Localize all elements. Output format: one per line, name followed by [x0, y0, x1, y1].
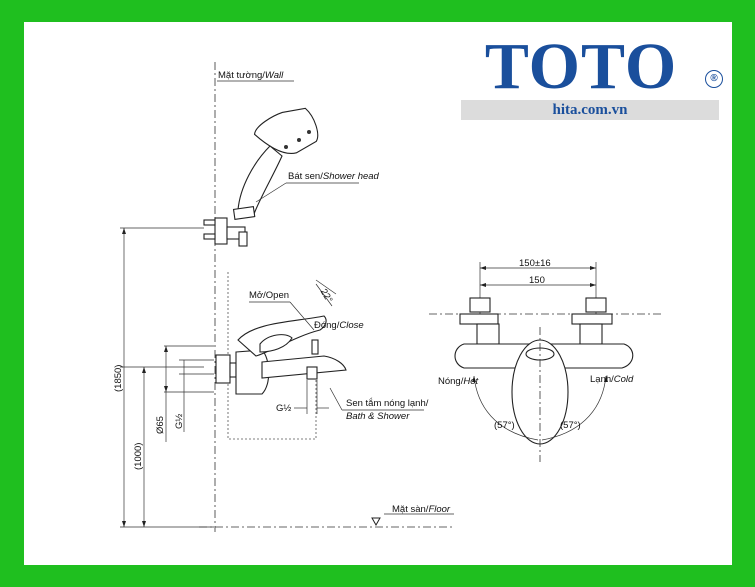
- svg-text:(57°): (57°): [560, 420, 581, 431]
- wall-bracket: [203, 217, 248, 247]
- floor-marker: [371, 517, 381, 527]
- svg-text:Ø65: Ø65: [155, 416, 166, 434]
- logo-wordmark: TOTO: [484, 30, 678, 103]
- lever-handle: [237, 315, 327, 357]
- shower-head: [232, 107, 319, 220]
- bath-shower-label-1: Sen tắm nóng lạnh/: [346, 398, 429, 409]
- shower-head-label: Bát sen/Shower head: [288, 171, 380, 182]
- registered-mark: ®: [705, 70, 723, 88]
- rotation-arcs: (57°) (57°): [472, 375, 608, 441]
- mixer-valve: [215, 339, 347, 395]
- svg-text:(1000): (1000): [133, 443, 144, 470]
- hot-label: Nóng/Hot: [438, 376, 479, 387]
- hose-path: [227, 272, 317, 440]
- website-text: hita.com.vn: [552, 102, 628, 118]
- wall-label: Mặt tường/Wall: [218, 70, 284, 81]
- technical-drawing: Mặt tường/Wall Bát sen/Shower head: [113, 62, 664, 532]
- top-view-body: [454, 297, 634, 462]
- angle-22-dimension: 22°: [315, 279, 337, 307]
- drawing-sheet: Mặt tường/Wall Bát sen/Shower head: [24, 22, 732, 565]
- spacing-dimensions: 150±16 150: [479, 258, 597, 322]
- toto-logo: TOTO ® hita.com.vn: [461, 30, 723, 120]
- thread-g12-lower: G½: [276, 403, 291, 414]
- height-dimensions: (1850) (1000) Ø65 G½: [113, 227, 214, 528]
- svg-text:150: 150: [529, 275, 545, 286]
- svg-text:G½: G½: [174, 414, 185, 429]
- svg-text:(57°): (57°): [494, 420, 515, 431]
- floor-label: Mặt sàn/Floor: [392, 504, 451, 515]
- bath-shower-label-2: Bath & Shower: [346, 411, 410, 422]
- cold-label: Lạnh/Cold: [590, 374, 634, 385]
- open-label: Mở/Open: [249, 290, 289, 301]
- svg-text:(1850): (1850): [113, 365, 124, 392]
- logo-band: [461, 100, 719, 120]
- close-label: Đóng/Close: [314, 320, 364, 331]
- svg-text:150±16: 150±16: [519, 258, 551, 269]
